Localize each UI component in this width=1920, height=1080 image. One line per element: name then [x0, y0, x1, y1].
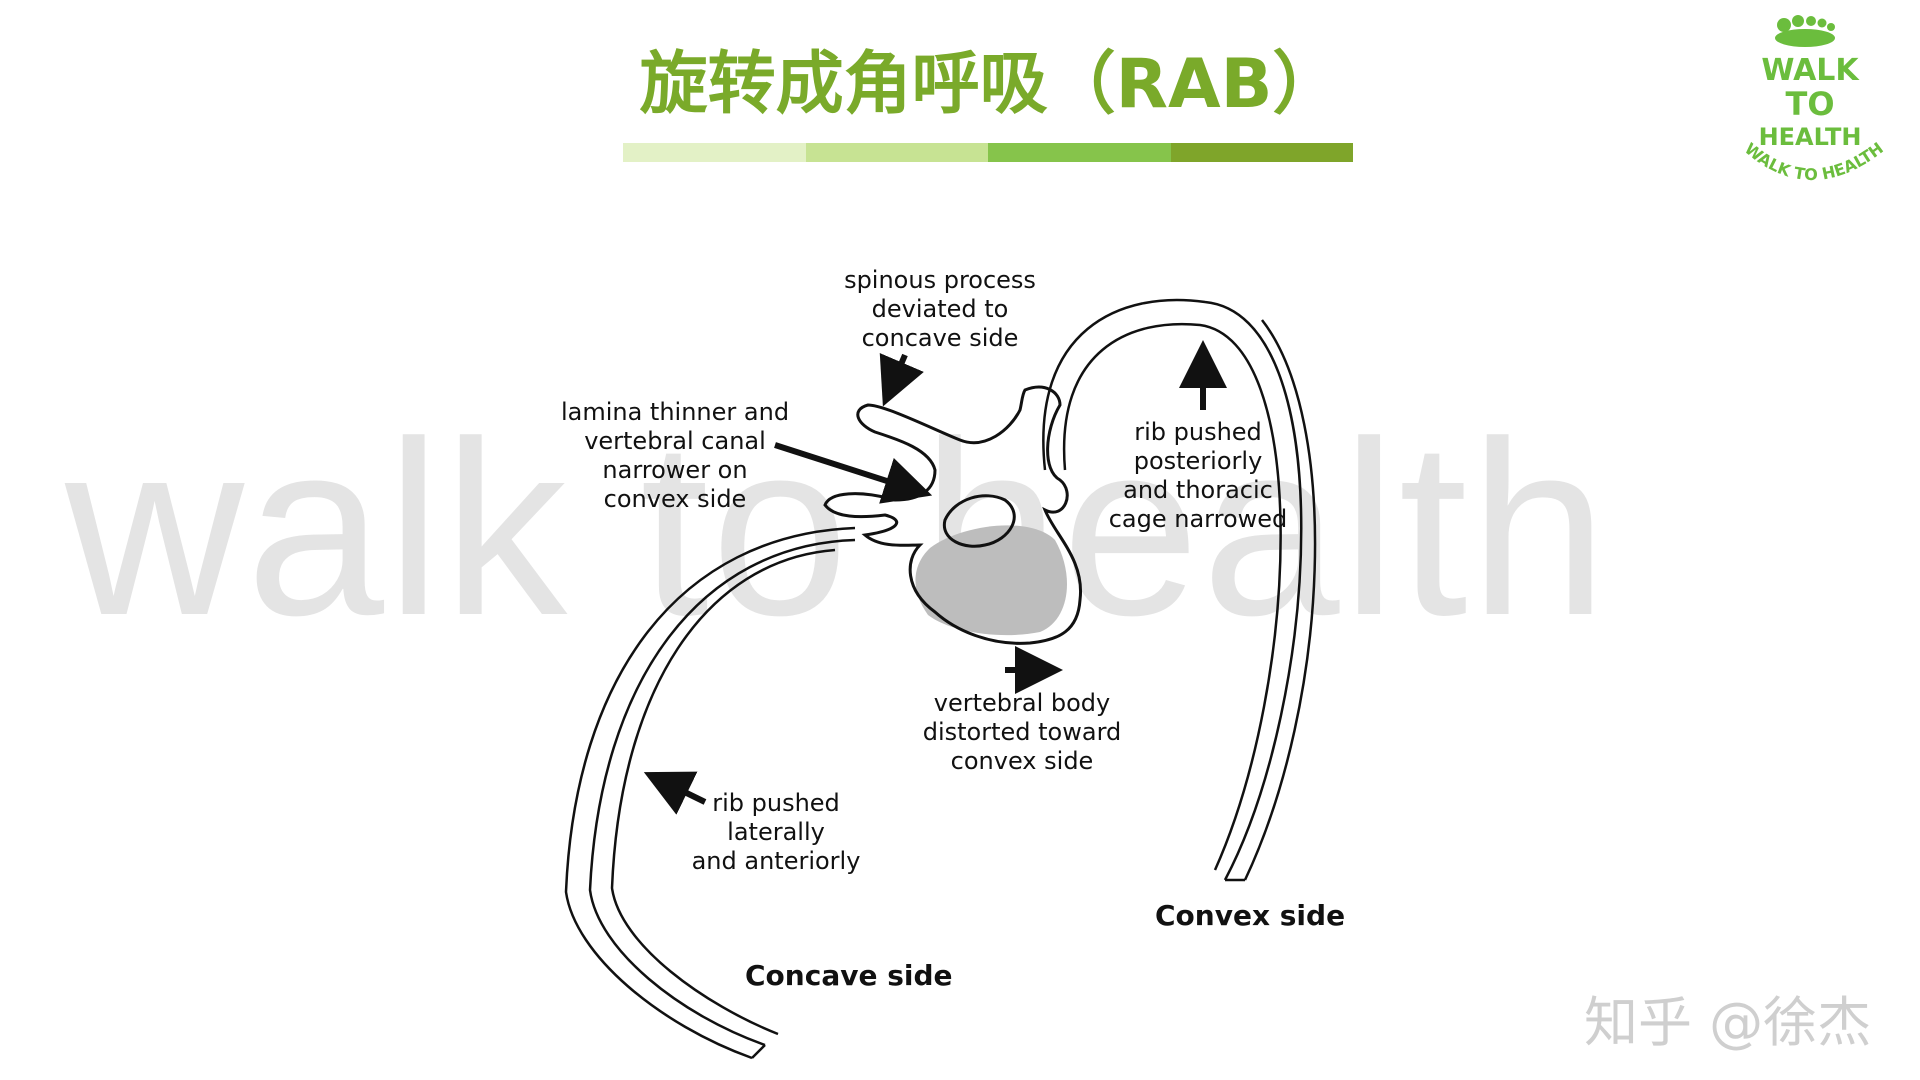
label-concave-side: Concave side — [745, 959, 953, 992]
label-convex-side: Convex side — [1155, 899, 1345, 932]
title-bar-segment-2 — [805, 143, 988, 162]
label-line: and thoracic — [1123, 476, 1273, 504]
label-line: convex side — [604, 485, 747, 513]
label-line: rib pushed — [1134, 418, 1262, 446]
label-line: spinous process — [844, 266, 1036, 294]
footprint-icon — [1775, 15, 1835, 47]
vertebral-canal — [942, 494, 1016, 548]
label-rib-posterior: rib pushed posteriorly and thoracic cage… — [1109, 418, 1288, 533]
vertebra-outline — [823, 385, 1083, 645]
annotation-arrows — [643, 340, 1227, 815]
label-line: lamina thinner and — [561, 398, 789, 426]
vertebral-body-shading — [915, 525, 1067, 636]
label-line: distorted toward — [923, 718, 1122, 746]
label-line: convex side — [951, 747, 1094, 775]
arrow-spinous — [879, 352, 924, 407]
title-bar-segment-3 — [988, 143, 1171, 162]
slide-title: 旋转成角呼吸（RAB） — [639, 45, 1341, 124]
label-line: posteriorly — [1134, 447, 1263, 475]
watermark-text: walk to health — [65, 389, 1610, 667]
label-lamina: lamina thinner and vertebral canal narro… — [561, 398, 789, 513]
label-line: concave side — [862, 324, 1019, 352]
label-line: deviated to — [872, 295, 1009, 323]
label-line: and anteriorly — [692, 847, 861, 875]
arrow-lamina — [774, 442, 933, 504]
label-vertebral-body: vertebral body distorted toward convex s… — [923, 689, 1122, 775]
logo-line-2: TO — [1785, 85, 1834, 123]
arrow-rib-lateral — [643, 771, 707, 815]
label-line: vertebral canal — [584, 427, 766, 455]
label-line: vertebral body — [934, 689, 1110, 717]
label-line: rib pushed — [712, 789, 840, 817]
label-spinous-process: spinous process deviated to concave side — [844, 266, 1036, 352]
title-bar-segment-4 — [1170, 143, 1353, 162]
rib-convex — [1042, 298, 1317, 882]
label-line: narrower on — [602, 456, 747, 484]
zhihu-credit: 知乎 @徐杰 — [1584, 991, 1872, 1054]
label-rib-lateral: rib pushed laterally and anteriorly — [692, 789, 861, 875]
logo-line-1: WALK — [1761, 53, 1860, 88]
label-line: laterally — [727, 818, 825, 846]
title-underline-bar — [623, 143, 1353, 162]
label-line: cage narrowed — [1109, 505, 1288, 533]
vertebra — [823, 385, 1083, 645]
logo-line-3: HEALTH — [1759, 123, 1862, 151]
title-bar-segment-1 — [623, 143, 806, 162]
rib-concave — [564, 526, 856, 1060]
walk-to-health-logo: WALK TO HEALTH WALK TO HEALTH — [1741, 15, 1887, 184]
